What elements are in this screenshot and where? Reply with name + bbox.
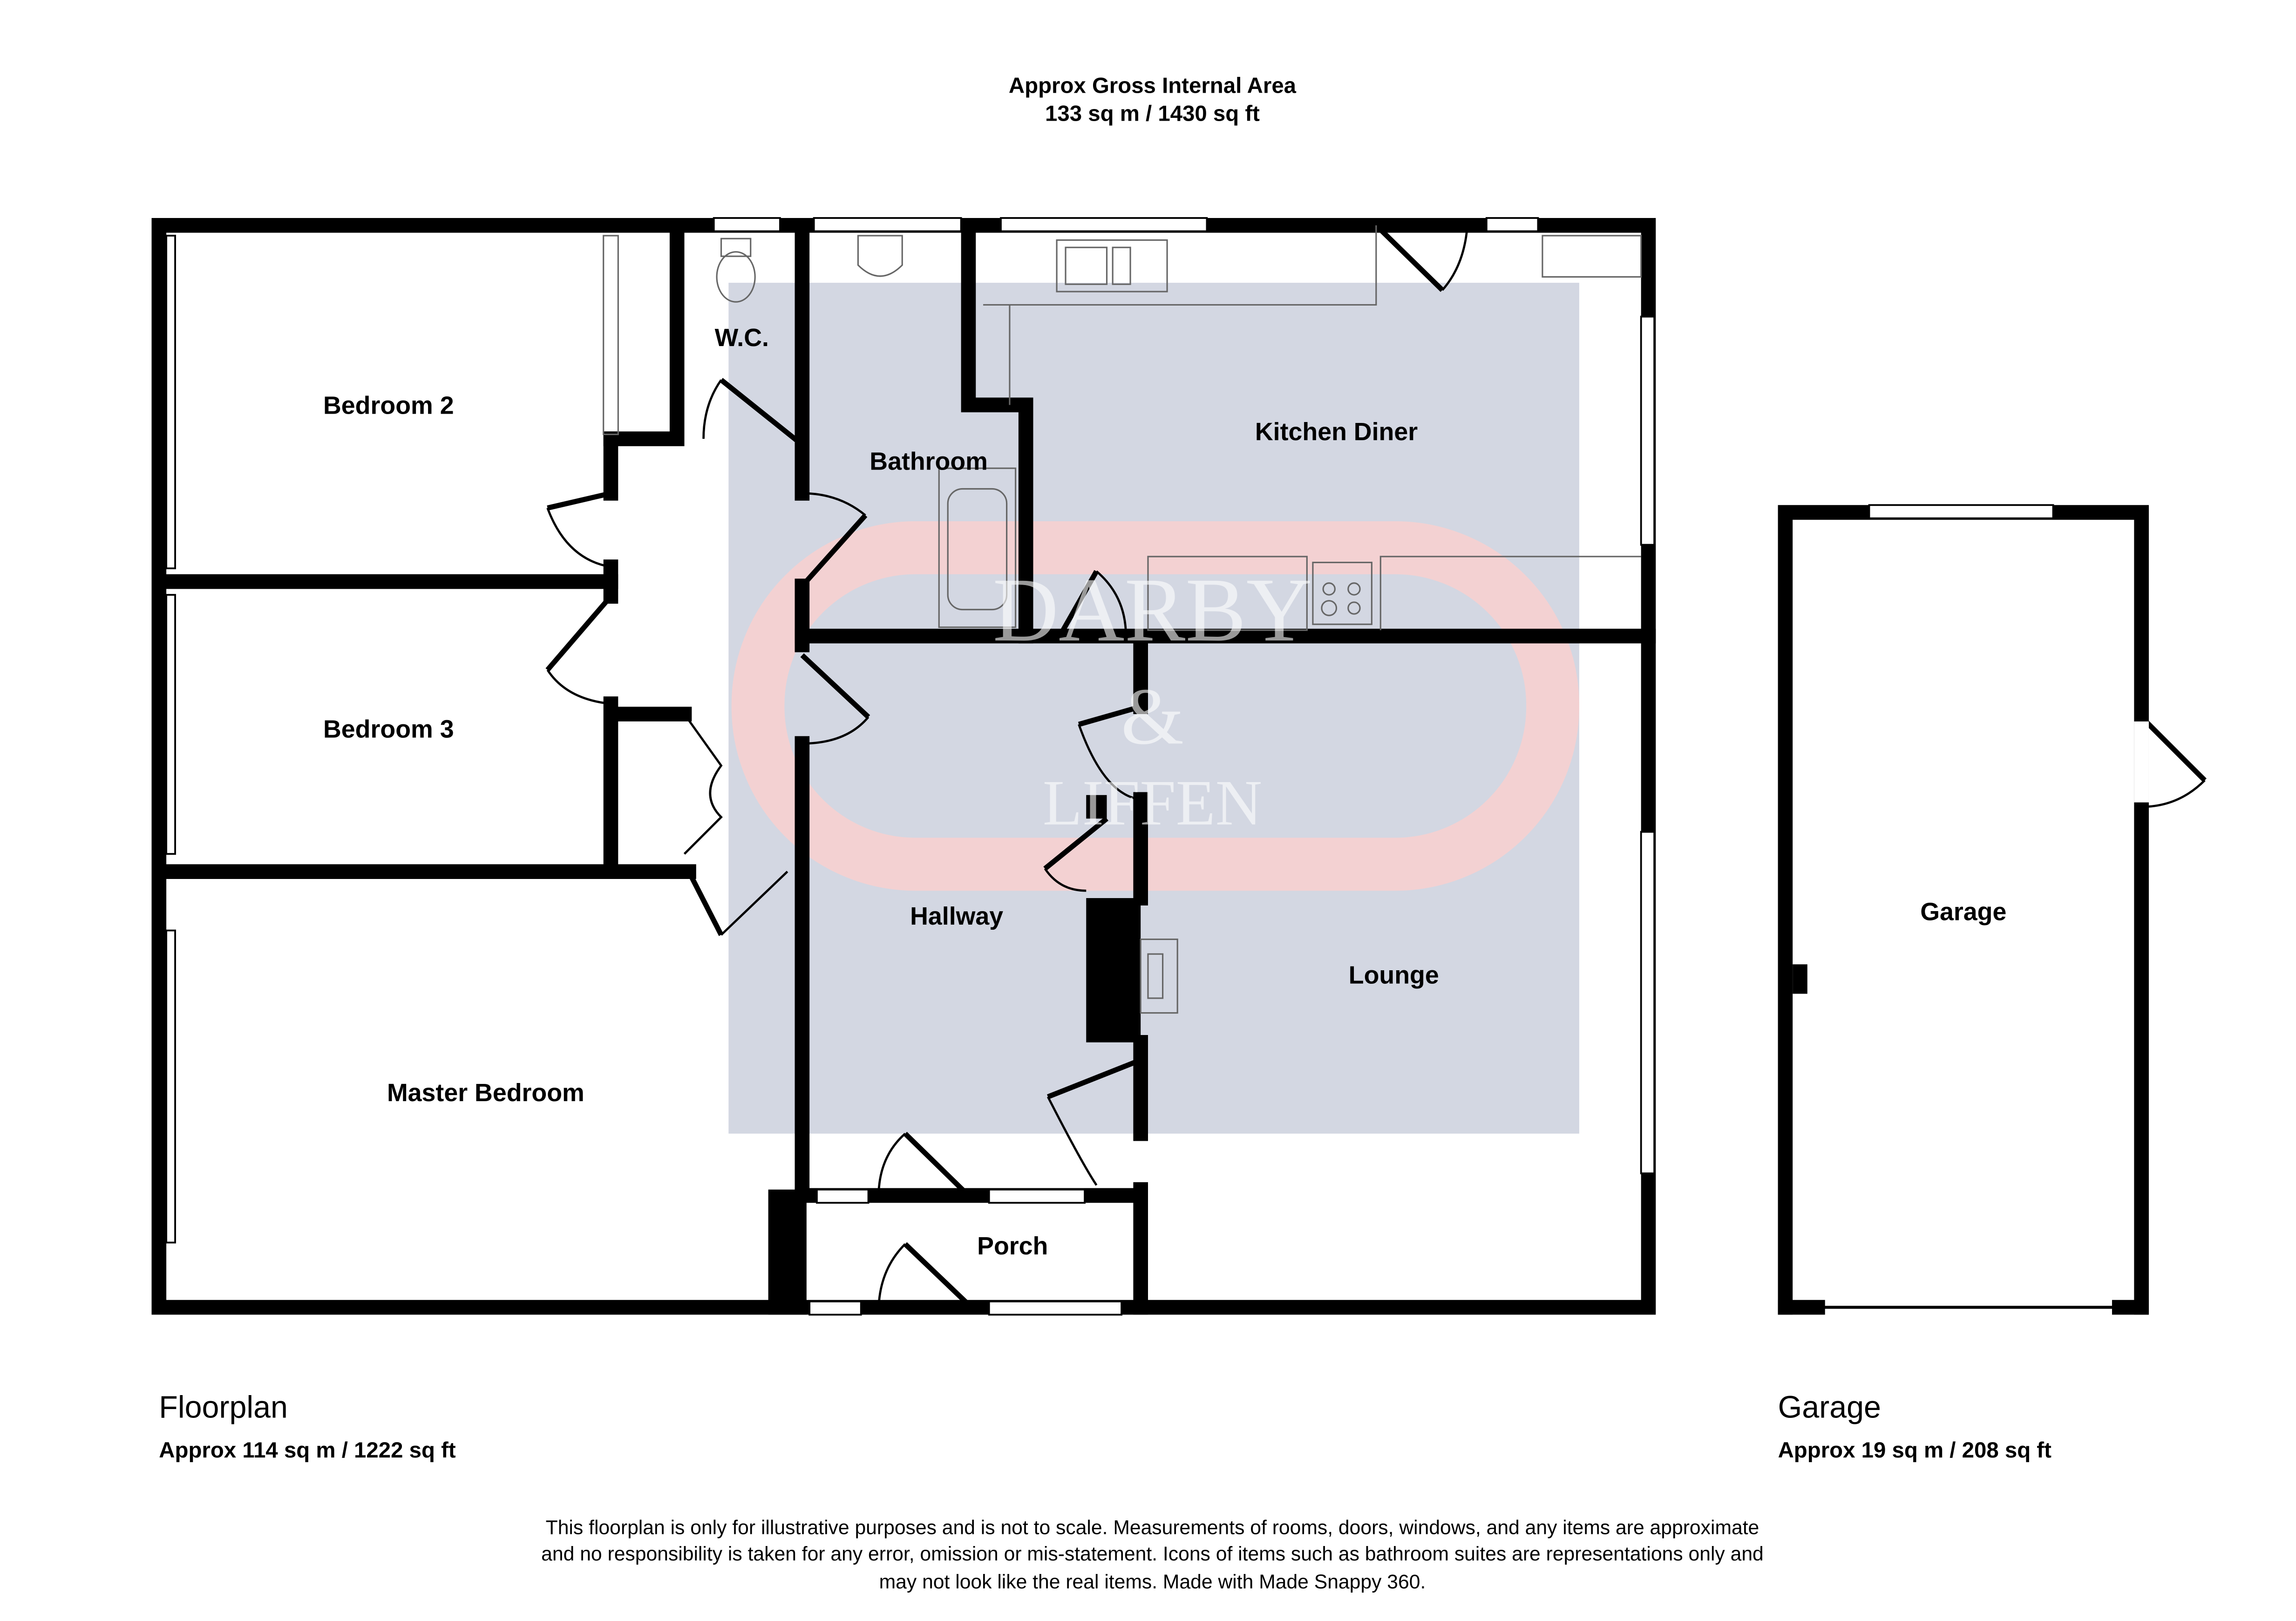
- label-master-bedroom: Master Bedroom: [387, 1079, 584, 1107]
- svg-text:&: &: [1121, 671, 1184, 761]
- garage-walls: [1778, 504, 2207, 1315]
- label-bedroom-3: Bedroom 3: [323, 715, 454, 743]
- svg-text:DARBY: DARBY: [993, 559, 1312, 661]
- floorplan-area: Approx 114 sq m / 1222 sq ft: [159, 1438, 456, 1463]
- watermark-text: DARBY & LIFFEN: [993, 559, 1312, 839]
- label-lounge: Lounge: [1349, 961, 1439, 989]
- gross-area-value: 133 sq m / 1430 sq ft: [1045, 101, 1260, 126]
- label-kitchen-diner: Kitchen Diner: [1255, 418, 1418, 446]
- gross-area-title: Approx Gross Internal Area: [1009, 73, 1297, 98]
- windows: [165, 217, 1656, 1316]
- svg-text:and no responsibility is taken: and no responsibility is taken for any e…: [541, 1543, 1764, 1565]
- label-hallway: Hallway: [910, 902, 1003, 930]
- label-bathroom: Bathroom: [869, 447, 988, 475]
- garage-area: Approx 19 sq m / 208 sq ft: [1778, 1438, 2052, 1463]
- disclaimer: This floorplan is only for illustrative …: [541, 1516, 1764, 1593]
- svg-text:LIFFEN: LIFFEN: [1043, 767, 1262, 839]
- label-porch: Porch: [977, 1232, 1048, 1260]
- svg-text:This floorplan is only for ill: This floorplan is only for illustrative …: [546, 1516, 1759, 1539]
- label-wc: W.C.: [715, 324, 769, 352]
- svg-text:may not look like the real ite: may not look like the real items. Made w…: [879, 1571, 1426, 1593]
- floorplan-name: Floorplan: [159, 1390, 288, 1425]
- garage-name: Garage: [1778, 1390, 1881, 1425]
- watermark-logo: [728, 283, 1579, 1134]
- room-labels: Bedroom 2 W.C. Bathroom Kitchen Diner Be…: [323, 324, 2006, 1260]
- fixtures: [716, 225, 1642, 1014]
- doors: [545, 223, 1469, 1309]
- label-bedroom-2: Bedroom 2: [323, 391, 454, 419]
- label-garage: Garage: [1920, 898, 2006, 926]
